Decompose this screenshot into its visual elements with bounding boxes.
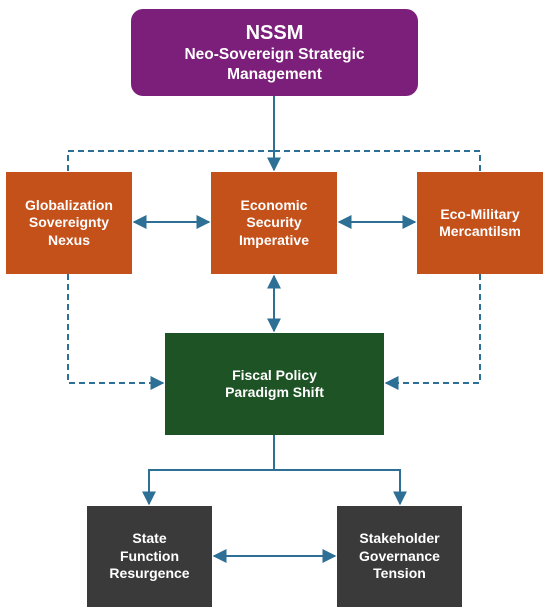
- edge-fiscal-to-state: [142, 435, 275, 506]
- edge-nssm-to-globalization-dashed: [67, 150, 274, 172]
- node-fiscal-policy-paradigm-shift: Fiscal Policy Paradigm Shift: [165, 333, 384, 435]
- state-line-2: Function: [119, 547, 180, 564]
- nssm-line-1: Neo-Sovereign Strategic: [184, 46, 365, 64]
- economic-line-2: Security: [246, 214, 302, 231]
- edge-fiscal-to-stakeholder: [274, 469, 407, 506]
- node-economic-security-imperative: Economic Security Imperative: [211, 172, 337, 274]
- node-state-function-resurgence: State Function Resurgence: [87, 506, 212, 607]
- edge-globalization-to-fiscal-dashed: [67, 274, 165, 390]
- economic-line-3: Imperative: [238, 231, 310, 248]
- fiscal-line-2: Paradigm Shift: [225, 384, 324, 400]
- globalization-line-2: Sovereignty: [28, 214, 110, 231]
- node-eco-military-mercantilism: Eco-Military Mercantilsm: [417, 172, 543, 274]
- node-stakeholder-governance-tension: Stakeholder Governance Tension: [337, 506, 462, 607]
- stakeholder-line-1: Stakeholder: [359, 530, 440, 547]
- state-line-3: Resurgence: [109, 565, 190, 582]
- military-line-1: Eco-Military: [440, 205, 520, 222]
- globalization-line-1: Globalization: [25, 196, 113, 213]
- economic-line-1: Economic: [240, 196, 308, 213]
- military-line-2: Mercantilsm: [439, 223, 521, 239]
- node-nssm: NSSM Neo-Sovereign Strategic Management: [131, 9, 418, 96]
- node-globalization-sovereignty-nexus: Globalization Sovereignty Nexus: [6, 172, 132, 274]
- nssm-acronym: NSSM: [245, 22, 304, 45]
- stakeholder-line-3: Tension: [373, 565, 426, 582]
- fiscal-line-1: Fiscal Policy: [232, 366, 317, 383]
- state-line-1: State: [132, 530, 167, 547]
- globalization-line-3: Nexus: [47, 231, 91, 248]
- edge-military-to-fiscal-dashed: [384, 274, 481, 390]
- nssm-line-2: Management: [227, 65, 322, 83]
- edge-nssm-to-military-dashed: [274, 150, 481, 172]
- stakeholder-line-2: Governance: [359, 547, 440, 564]
